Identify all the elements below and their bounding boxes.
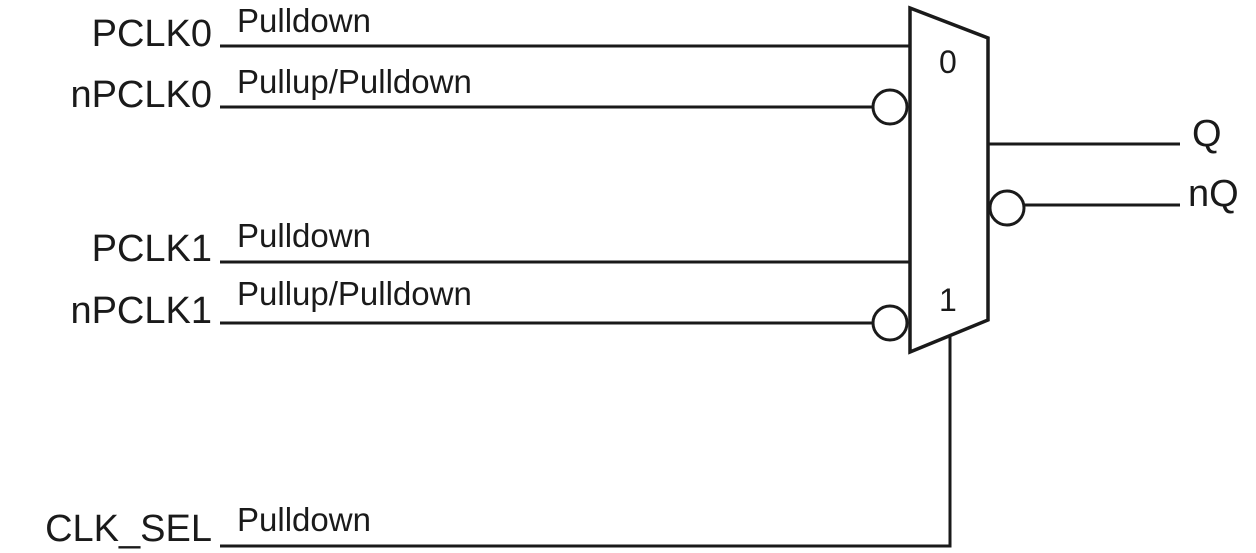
mux-select-0-label: 0	[939, 44, 957, 80]
nq-output-label: nQ	[1188, 173, 1239, 215]
pclk1-bias-label: Pulldown	[237, 217, 371, 254]
npclk0-pin-label: nPCLK0	[70, 74, 212, 116]
clk-sel-bias-label: Pulldown	[237, 501, 371, 538]
npclk1-pin-label: nPCLK1	[70, 290, 212, 332]
clk-sel-wire	[220, 337, 952, 548]
npclk1-inversion-bubble	[871, 304, 909, 342]
mux-body	[908, 5, 990, 355]
npclk0-inversion-bubble	[871, 88, 909, 126]
pclk1-pin-label: PCLK1	[92, 228, 212, 270]
npclk1-bias-label: Pullup/Pulldown	[237, 275, 472, 312]
mux-select-1-label: 1	[939, 282, 957, 318]
clk-sel-pin-label: CLK_SEL	[45, 508, 212, 550]
nq-inversion-bubble	[988, 189, 1026, 227]
pclk0-pin-label: PCLK0	[92, 13, 212, 55]
pclk0-bias-label: Pulldown	[237, 2, 371, 39]
q-output-label: Q	[1192, 113, 1222, 155]
npclk0-bias-label: Pullup/Pulldown	[237, 63, 472, 100]
